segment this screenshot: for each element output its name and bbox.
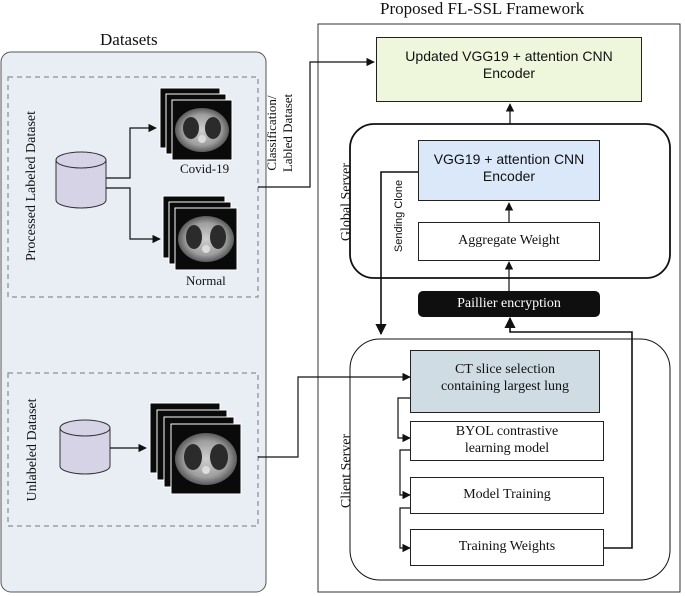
sending-clone-line <box>375 171 418 336</box>
training-weights-box: Training Weights <box>410 529 604 566</box>
global-server-label: Global Server <box>339 162 354 242</box>
datasets-title: Datasets <box>100 30 158 49</box>
covid-label: Covid-19 <box>180 161 230 176</box>
paillier-encryption-box: Paillier encryption <box>418 291 600 317</box>
ct-selection-box: CT slice selection containing largest lu… <box>410 350 600 413</box>
client-server-label: Client Server <box>339 433 354 509</box>
arrow-to-normal <box>106 187 161 244</box>
unlabeled-database-icon <box>59 419 111 475</box>
arrow-ct-to-byol <box>397 397 411 443</box>
processed-dataset-label: Processed Labeled Dataset <box>24 110 39 262</box>
arrow-training-to-weights <box>399 507 411 553</box>
updated-encoder-line2: Encoder <box>482 64 536 81</box>
unlabeled-connector <box>258 372 411 458</box>
ct-selection-line2: containing largest lung <box>440 378 570 394</box>
byol-line2: learning model <box>464 440 550 456</box>
processed-database-icon <box>55 151 107 209</box>
classification-label-2: Labled Dataset <box>280 93 295 173</box>
framework-title: Proposed FL-SSL Framework <box>380 0 585 18</box>
encoder-box: VGG19 + attention CNN Encoder <box>418 140 600 201</box>
paillier-encryption-label: Paillier encryption <box>457 296 561 311</box>
aggregate-weight-label: Aggregate Weight <box>458 233 560 248</box>
byol-line1: BYOL contrastive <box>455 424 559 439</box>
aggregate-weight-box: Aggregate Weight <box>418 222 600 261</box>
normal-ct-images <box>162 195 238 271</box>
classification-connector <box>258 57 375 188</box>
ct-selection-line1: CT slice selection <box>454 362 556 377</box>
unlabeled-ct-images <box>149 402 242 495</box>
normal-label: Normal <box>186 273 226 288</box>
classification-label-1: Classification/ <box>264 95 279 171</box>
training-weights-label: Training Weights <box>458 539 556 554</box>
encoder-line1: VGG19 + attention CNN <box>433 151 585 167</box>
byol-box: BYOL contrastive learning model <box>410 421 604 461</box>
model-training-label: Model Training <box>463 487 551 502</box>
unlabeled-dataset-label: Unlabeled Dataset <box>25 398 40 502</box>
arrow-byol-to-training <box>399 449 411 500</box>
updated-encoder-box: Updated VGG19 + attention CNN Encoder <box>376 37 642 102</box>
arrow-to-covid <box>106 123 157 179</box>
updated-encoder-line1: Updated VGG19 + attention CNN <box>405 48 613 64</box>
sending-clone-label: Sending Clone <box>393 179 405 253</box>
unlabeled-dataset-frame <box>7 372 259 527</box>
covid-ct-images <box>159 87 233 161</box>
model-training-box: Model Training <box>410 477 604 514</box>
weights-return-line <box>504 316 633 549</box>
encoder-line2: Encoder <box>482 167 536 184</box>
